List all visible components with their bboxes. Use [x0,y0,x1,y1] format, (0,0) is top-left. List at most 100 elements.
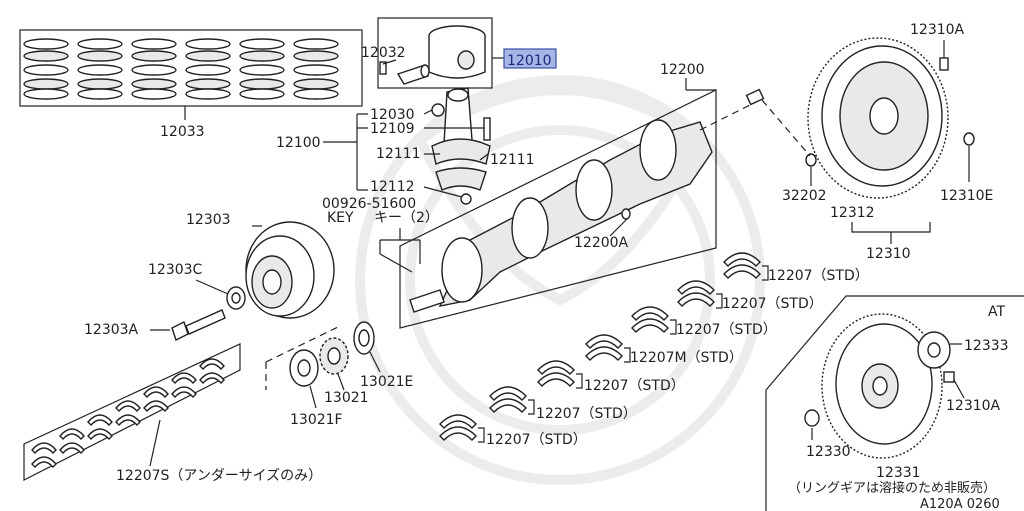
bearing-bracket [762,265,769,281]
piston-ring [293,64,339,76]
bearing-bracket [576,373,583,389]
undersize-shell [59,428,85,441]
undersize-shell [115,414,141,427]
bearing-shell-upper [439,414,477,429]
bearing-shell-lower [631,318,669,333]
piston-ring [131,78,177,90]
label-main-bearing-3[interactable]: 12207（STD） [676,322,777,338]
piston-rings-group [19,29,363,120]
piston-ring [239,50,285,62]
piston-ring [239,64,285,76]
label-main-bearing-m[interactable]: 12207M（STD） [630,350,743,366]
piston-ring [131,64,177,76]
bearing-shell-upper [631,306,669,321]
connecting-rod-group [323,87,491,205]
bearing-shell-lower [723,264,761,279]
label-rod-nut[interactable]: 12030 [370,107,415,123]
label-drive-plate-spacer[interactable]: 12330 [806,444,851,460]
piston-ring [185,64,231,76]
label-crank-key-number[interactable]: 00926-51600 [322,196,416,212]
label-main-bearing-6[interactable]: 12207（STD） [486,432,587,448]
label-rod-assembly[interactable]: 12100 [276,135,321,151]
bearing-shell-upper [489,386,527,401]
piston-ring [293,50,339,62]
piston-ring [239,78,285,90]
label-drive-plate-bolt[interactable]: 12310A [946,398,1001,414]
bearing-shell-upper [723,252,761,267]
label-pulley[interactable]: 12303 [186,212,231,228]
label-at[interactable]: AT [988,304,1005,320]
label-main-bearing-4[interactable]: 12207（STD） [584,378,685,394]
label-main-bearing-2[interactable]: 12207（STD） [722,296,823,312]
label-thrust-washer[interactable]: 13021E [360,374,413,390]
piston-ring [239,88,285,100]
piston-ring [23,88,69,100]
undersize-shell [59,442,85,455]
label-rod-bolt[interactable]: 12109 [370,121,415,137]
label-rod-bearing-right[interactable]: 12111 [490,152,535,168]
undersize-bearings-group [23,343,241,481]
label-crank-plug[interactable]: 12200A [574,235,629,251]
highlight-piston [503,48,557,69]
piston-ring [293,88,339,100]
undersize-shell [171,386,197,399]
flywheel-group [761,37,975,244]
label-main-bearing-5[interactable]: 12207（STD） [536,406,637,422]
label-piston[interactable]: 12010 [507,53,552,69]
label-flywheel-bolt[interactable]: 12310A [910,22,965,38]
bearing-bracket [670,319,677,335]
bearing-bracket [478,427,485,443]
piston-ring [23,64,69,76]
piston-ring [131,38,177,50]
undersize-shell [87,414,113,427]
piston-ring [23,78,69,90]
piston-ring [77,50,123,62]
label-crank-gear-washer[interactable]: 13021F [290,412,343,428]
label-crankshaft[interactable]: 12200 [660,62,705,78]
piston-ring [185,50,231,62]
label-main-bearing-undersize[interactable]: 12207S（アンダーサイズのみ） [116,468,322,484]
piston-group [377,17,504,89]
piston-ring [293,78,339,90]
main-bearings-group [439,252,769,443]
label-pulley-washer[interactable]: 12303C [148,262,203,278]
undersize-shell [31,442,57,455]
undersize-shell [115,400,141,413]
label-crank-key[interactable]: KEY [327,210,354,226]
piston-ring [293,38,339,50]
label-drive-plate-reinforce[interactable]: 12333 [964,338,1009,354]
bearing-shell-lower [585,346,623,361]
piston-ring [77,64,123,76]
bearing-shell-lower [677,292,715,307]
label-crank-gear[interactable]: 13021 [324,390,369,406]
pulley-group [150,221,335,341]
label-rod-cap-nut[interactable]: 12112 [370,179,415,195]
label-drive-plate-note: （リングギアは溶接のため非販売） [788,480,996,496]
bearing-bracket [528,399,535,415]
piston-ring [77,38,123,50]
label-pulley-bolt[interactable]: 12303A [84,322,139,338]
label-flywheel-assembly[interactable]: 12310 [866,246,911,262]
label-drive-plate[interactable]: 12331 [876,465,921,481]
piston-ring [185,78,231,90]
label-rod-bearing-left[interactable]: 12111 [376,146,421,162]
piston-ring [23,50,69,62]
label-crank-key-jp[interactable]: キー（2） [374,210,439,226]
label-pilot-bushing[interactable]: 32202 [782,188,827,204]
label-pin[interactable]: 12032 [361,45,406,61]
label-main-bearing-1[interactable]: 12207（STD） [768,268,869,284]
undersize-shell [199,372,225,385]
label-flywheel-dowel[interactable]: 12310E [940,188,993,204]
label-rings[interactable]: 12033 [160,124,205,140]
undersize-shell [87,428,113,441]
label-ring-gear[interactable]: 12312 [830,205,875,221]
undersize-shell [143,400,169,413]
piston-ring [185,88,231,100]
bearing-shell-lower [489,398,527,413]
bearing-shell-upper [585,334,623,349]
undersize-shell [31,456,57,469]
bearing-shell-lower [439,426,477,441]
piston-ring [131,50,177,62]
